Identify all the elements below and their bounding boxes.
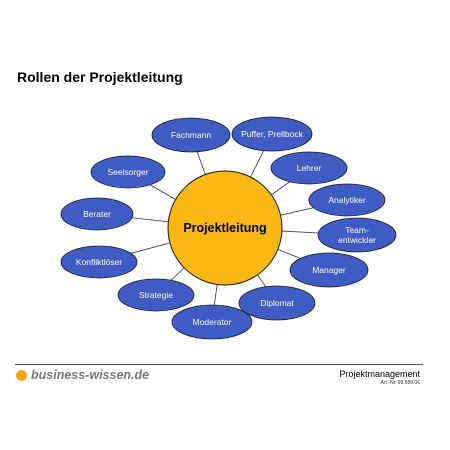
role-bubble-manager — [289, 252, 369, 288]
role-node-lehrer: Lehrer — [270, 151, 348, 185]
role-bubble-konfliktloeser — [60, 245, 138, 279]
role-node-manager: Manager — [289, 252, 369, 288]
brand-logo: business-wissen.de — [16, 368, 149, 382]
role-label-manager: Manager — [312, 265, 346, 275]
role-node-seelsorger: Seelsorger — [90, 155, 166, 189]
role-bubble-berater — [60, 197, 134, 231]
role-label-teamentwickler-line-2: entwickler — [338, 235, 376, 245]
role-bubble-teamentwickler — [317, 217, 397, 253]
role-bubble-seelsorger — [90, 155, 166, 189]
footer-topic: Projektmanagement — [339, 369, 420, 379]
role-label-seelsorger: Seelsorger — [107, 167, 148, 177]
role-nodes: Fachmann Puffer, PrellbockLehrerAnalytike… — [60, 116, 397, 340]
role-bubble-strategie — [117, 278, 195, 312]
role-bubble-moderator — [171, 304, 253, 340]
footer-divider — [15, 364, 423, 365]
role-node-analytiker: Analytiker — [308, 183, 386, 217]
role-node-teamentwickler: Team-entwickler — [317, 217, 397, 253]
role-bubble-lehrer — [270, 151, 348, 185]
role-label-puffer-prellbock: Puffer, Prellbock — [241, 129, 303, 139]
brand-dot-icon — [16, 369, 27, 381]
role-node-strategie: Strategie — [117, 278, 195, 312]
role-label-strategie: Strategie — [139, 290, 173, 300]
role-node-fachmann: Fachmann — [151, 117, 231, 153]
role-label-berater: Berater — [83, 209, 111, 219]
page-title: Rollen der Projektleitung — [17, 69, 183, 85]
role-label-lehrer: Lehrer — [297, 163, 322, 173]
role-label-diplomat: Diplomat — [260, 298, 294, 308]
role-label-teamentwickler-line-1: Team- — [345, 225, 369, 235]
role-bubble-diplomat — [238, 285, 316, 321]
center-node: Projektleitung — [167, 170, 283, 286]
role-label-konfliktloeser: Konfliktlöser — [76, 257, 122, 267]
footer-info: Projektmanagement Art.-Nr. 99.589.06 — [339, 369, 420, 386]
role-label-analytiker: Analytiker — [328, 195, 365, 205]
role-node-moderator: Moderator — [171, 304, 253, 340]
footer-article-number: Art.-Nr. 99.589.06 — [380, 380, 420, 386]
role-label-fachmann: Fachmann — [171, 130, 211, 140]
role-label-moderator: Moderator — [193, 317, 232, 327]
role-node-puffer-prellbock: Puffer, Prellbock — [231, 116, 313, 152]
role-bubble-analytiker — [308, 183, 386, 217]
center-label: Projektleitung — [183, 221, 266, 235]
role-node-konfliktloeser: Konfliktlöser — [60, 245, 138, 279]
role-bubble-puffer-prellbock — [231, 116, 313, 152]
role-node-berater: Berater — [60, 197, 134, 231]
brand-name: business-wissen.de — [31, 368, 150, 382]
role-bubble-fachmann — [151, 117, 231, 153]
role-node-diplomat: Diplomat — [238, 285, 316, 321]
